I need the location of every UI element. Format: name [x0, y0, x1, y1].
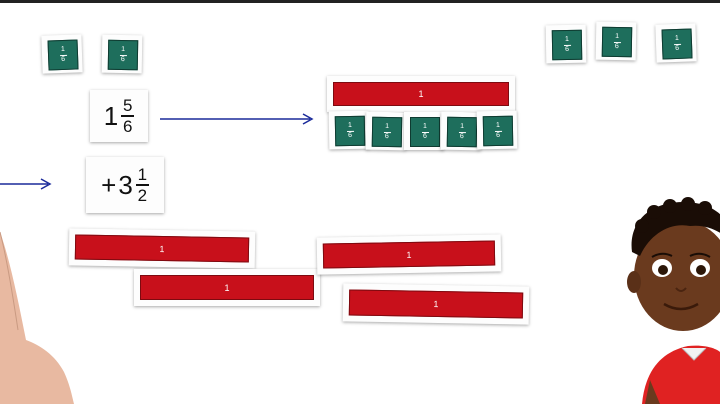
- fraction-numerator: 5: [123, 96, 133, 115]
- cartoon-boy-character: [627, 197, 720, 404]
- whole-bar-card[interactable]: 1: [134, 269, 320, 306]
- mixed-fraction: 5 6: [121, 96, 135, 136]
- whole-bar: 1: [140, 275, 314, 300]
- whole-bar-card[interactable]: 1: [327, 76, 515, 112]
- plus-sign: +: [101, 169, 117, 200]
- hand-illustration: [0, 231, 74, 404]
- whole-bar: 1: [333, 82, 509, 106]
- mixed-whole: 3: [118, 169, 133, 200]
- mixed-fraction: 1 2: [135, 165, 149, 205]
- fraction-denominator: 6: [123, 117, 133, 136]
- fraction-numerator: 1: [137, 165, 148, 184]
- tile-numerator: 1: [423, 123, 427, 130]
- mixed-whole: 1: [103, 100, 119, 131]
- mixed-number-card-1-5-6[interactable]: 1 5 6: [90, 90, 148, 142]
- fraction-denominator: 2: [137, 186, 148, 205]
- arrow-to-group: [160, 113, 314, 125]
- tile-denominator: 6: [423, 133, 427, 140]
- top-border: [0, 0, 720, 3]
- mixed-number-card-3-1-2[interactable]: + 3 1 2: [86, 157, 164, 213]
- arrow-from-left: [0, 178, 52, 190]
